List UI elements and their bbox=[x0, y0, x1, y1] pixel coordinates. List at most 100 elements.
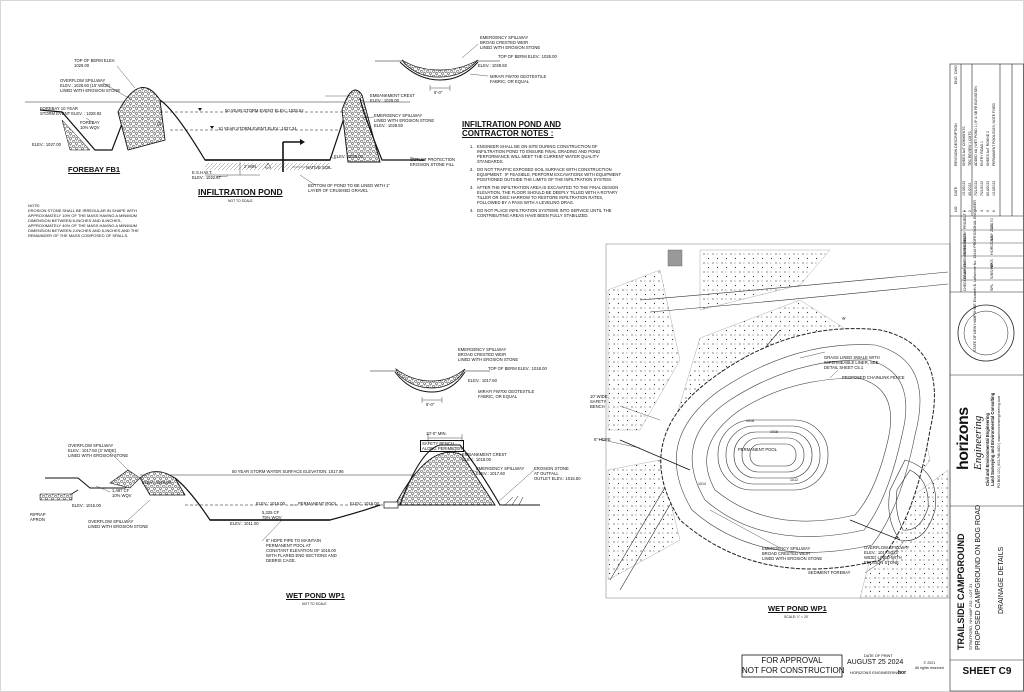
wp-label-elev-1016b: ELEV.: 1016.00 bbox=[350, 501, 379, 506]
contractor-note-3: 3. AFTER THE INFILTRATION AREA IS EXCAVA… bbox=[470, 185, 619, 205]
info-label: CHECKED BY bbox=[963, 268, 967, 291]
plan-title: WET POND WP1 bbox=[768, 604, 827, 613]
plan-label-hdpe: 6" HDPE bbox=[594, 437, 611, 442]
spillway-detail-top-berm: TOP OF BERM ELEV.: 1026.00 bbox=[498, 54, 557, 59]
plan-label-emergency-spillway: EMERGENCY SPILLWAY BROAD CRESTED WEIR LI… bbox=[762, 546, 823, 561]
rev-header-dwg: DWG bbox=[954, 65, 958, 74]
plan-label-sediment-forebay: SEDIMENT FOREBAY bbox=[808, 570, 851, 575]
contractor-notes-title: INFILTRATION POND AND CONTRACTOR NOTES : bbox=[462, 120, 561, 138]
label-2ft-min: 2' MIN. bbox=[244, 164, 258, 169]
plan-label-overflow-spillway: OVERFLOW SPILLWAY ELEV.: 1017.50 (3' WID… bbox=[864, 545, 910, 565]
project-location: STRATFORD, NH MAP 232 - LOT 31 bbox=[968, 583, 973, 650]
plan-label-permanent-pool: PERMANENT POOL bbox=[738, 447, 778, 452]
wp-spillway-detail-fabric: MIRAFI FW700 GEOTEXTILE FABRIC, OR EQUAL bbox=[478, 389, 535, 399]
label-native-soil: NATIVE SOIL bbox=[306, 165, 332, 170]
company-tagline: Civil and Environmental Engineering Land… bbox=[985, 392, 995, 486]
approval-box bbox=[741, 654, 843, 678]
revision-cell: TRC REVIEW 1 CMTS bbox=[968, 131, 972, 166]
contractor-note-4: 4. DO NOT PLACE INFILTRATION SYSTEMS INT… bbox=[470, 208, 612, 218]
wp-label-elev-1015: ELEV.: 1015.00 bbox=[72, 503, 101, 508]
wp-label-10ft-min: 10'-0" MIN. bbox=[426, 431, 447, 436]
wp-label-embankment-crest: EMBANKMENT CREST ELEV.: 1018.00 bbox=[462, 452, 507, 462]
wp-label-permanent-pool: PERMANENT POOL bbox=[298, 501, 338, 506]
spillway-detail-fabric: MIRAFI FW700 GEOTEXTILE FABRIC, OR EQUAL bbox=[490, 74, 547, 84]
label-overflow-spillway: OVERFLOW SPILLWAY ELEV.: 1028.60 (15' WI… bbox=[60, 78, 121, 93]
plan-scale: SCALE: 1" = 20' bbox=[784, 615, 809, 619]
wp-label-erosion-stone: EROSION STONE AT OUTFALL OUTLET ELEV.: 1… bbox=[534, 466, 581, 481]
wp-spillway-detail-elev: ELEV.: 1017.60 bbox=[468, 378, 497, 383]
info-value: SPL bbox=[990, 283, 994, 291]
label-embankment-crest: EMBANKMENT CREST ELEV.: 1029.00 bbox=[370, 93, 415, 103]
plan-contour-1018: 1018 bbox=[746, 419, 754, 423]
engineer-seal-text: STATE OF NEW HAMPSHIRE Elizabeth B. Lafl… bbox=[973, 200, 977, 352]
rev-header-date: DATE bbox=[954, 186, 958, 196]
sheet-number: SHEET C9 bbox=[962, 666, 1012, 677]
wp-label-elev-1016: ELEV.: 1016.00 bbox=[256, 501, 285, 506]
svg-text:W: W bbox=[841, 315, 846, 321]
plan-contour-1016: 1016 bbox=[770, 430, 778, 434]
infiltration-spillway-detail bbox=[375, 43, 500, 91]
rev-header-description: REVISION DESCRIPTION bbox=[954, 123, 958, 166]
label-10yr-event: 10 YEAR STORM EVENT ELEV.: 1027.34 bbox=[218, 126, 297, 131]
revision-cell: 1/13/2023 bbox=[992, 180, 996, 196]
info-value: S/BS/WP bbox=[990, 263, 994, 279]
company-logo-text: horizons bbox=[955, 407, 972, 470]
wp-label-safety-bench: SAFETY BENCH ALONG PERIMETER bbox=[420, 440, 465, 452]
wp-label-forebay-elev: ELEV.: 1018.00 bbox=[142, 480, 171, 485]
wet-pond-section-title: WET POND WP1 bbox=[286, 591, 345, 600]
approval-stamp-text: FOR APPROVAL NOT FOR CONSTRUCTION bbox=[742, 656, 845, 675]
info-value: HORIZONS bbox=[990, 234, 994, 255]
contractor-note-1: 1. ENGINEER SHALL BE ON-SITE DURING CONS… bbox=[470, 144, 601, 164]
label-bottom-of-pond: BOTTOM OF POND TO BE LINED WITH 1" LAYER… bbox=[308, 183, 390, 193]
revision-cell: NHDES AoT ROUND 2 bbox=[986, 131, 990, 166]
label-forebay-10yr: FOREBAY 10 YEAR STORM EVENT ELEV. : 1028… bbox=[40, 106, 102, 116]
engineer-seal bbox=[957, 304, 1015, 362]
wp-label-overflow-spillway: OVERFLOW SPILLWAY ELEV.: 1017.50 (3' WID… bbox=[68, 443, 129, 458]
plan-label-safety-bench: 10' WIDE SAFETY BENCH bbox=[590, 394, 608, 409]
plan-contour-1014: 1014 bbox=[698, 482, 706, 486]
revision-cell: 5 bbox=[986, 210, 990, 212]
label-elev-1027: ELEV.: 1027.00 bbox=[32, 142, 61, 147]
info-label: PROJECT # bbox=[963, 210, 967, 229]
stamp-date: AUGUST 25 2024 bbox=[847, 659, 904, 666]
revision-cell: 4/1/2022 bbox=[968, 182, 972, 196]
revision-cell: 7/21/2022 bbox=[974, 180, 978, 196]
contractor-notes-list: 1. ENGINEER SHALL BE ON-SITE DURING CONS… bbox=[470, 144, 621, 218]
erosion-stone-note: NOTE: EROSION STONE SHALL BE IRREGULAR I… bbox=[28, 203, 139, 238]
project-title: TRAILSIDE CAMPGROUND bbox=[956, 533, 966, 651]
wp-spillway-detail-label: EMERGENCY SPILLWAY BROAD CRESTED WEIR LI… bbox=[458, 347, 519, 362]
revision-cell: 1/13/2022 bbox=[962, 180, 966, 196]
plan-label-grass-swale: GRASS LINED SWALE WITH IMPERMEABLE LINER… bbox=[824, 355, 880, 370]
revision-cell: 4 bbox=[980, 210, 984, 212]
revision-cell: PERMANENT POOL ELEV, NOTE FIXED bbox=[992, 103, 996, 166]
revision-cell: 6 bbox=[992, 210, 996, 212]
wp-label-hdpe-pipe: 6" HDPE PIPE TO MAINTAIN PERMANENT POOL … bbox=[266, 538, 337, 563]
wet-pond-spillway-detail bbox=[370, 367, 490, 403]
revision-cell: 8/14/2022 bbox=[986, 180, 990, 196]
company-logo-sub: Engineering bbox=[972, 415, 984, 470]
project-subtitle: PROPOSED CAMPGROUND ON BOG ROAD bbox=[975, 504, 982, 650]
wp-spillway-detail-width: 5'-0" bbox=[426, 402, 435, 407]
spillway-detail-label: EMERGENCY SPILLWAY BROAD CRESTED WEIR LI… bbox=[480, 35, 541, 50]
drawing-title: DRAINAGE DETAILS bbox=[998, 546, 1005, 614]
revision-cell: ENTRY ROAD 1 bbox=[980, 141, 984, 166]
wet-pond-plan: W bbox=[597, 243, 951, 599]
wp-label-50yr-event: 50 YEAR STORM WATER SURFACE ELEVATION: 1… bbox=[232, 469, 344, 474]
wp-label-overflow-spillway2: OVERFLOW SPILLWAY LINED WITH EROSION STO… bbox=[88, 519, 149, 529]
infiltration-pond-section bbox=[25, 65, 425, 186]
wp-label-cf-wqv: 5,325 CF 75% WQV bbox=[262, 510, 282, 520]
plan-contour-1012: 1012 bbox=[790, 478, 798, 482]
plan-label-chainlink: PROPOSED CHAINLINK FENCE bbox=[842, 375, 905, 380]
label-forebay-wqv: FOREBAY 10% WQV bbox=[80, 120, 100, 130]
wp-label-wqv: 1,497 CF 10% WQV bbox=[112, 488, 132, 498]
revision-cell: 2 bbox=[968, 210, 972, 212]
forebay-title: FOREBAY FB1 bbox=[68, 165, 121, 174]
wet-pond-section-scale: NOT TO SCALE bbox=[302, 602, 327, 606]
infiltration-pond-title: INFILTRATION POND bbox=[198, 187, 283, 197]
label-eshwt: E.S.H.W.T. ELEV.: 1022.67 bbox=[192, 170, 221, 180]
revision-cell: ADDED 4A | WET POND 1 | IF & SB FE ELEVA… bbox=[974, 86, 978, 166]
stamp-firm: HORIZONS ENGINEERING bbox=[850, 670, 901, 675]
spillway-detail-elev: ELEV.: 1028.50 bbox=[478, 63, 507, 68]
